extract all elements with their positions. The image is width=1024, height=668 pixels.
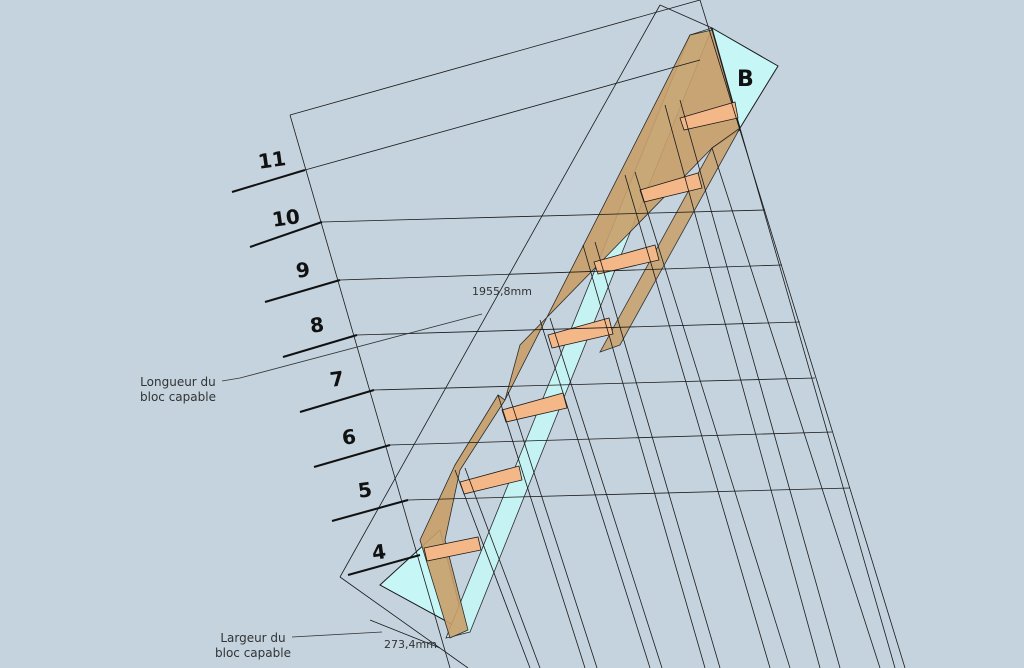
width-dimension: 273,4mm bbox=[384, 638, 437, 651]
tread-5 bbox=[501, 392, 568, 423]
stringer-upper bbox=[504, 29, 741, 401]
stringer-diagonal bbox=[599, 127, 741, 353]
length-callout-line-1: Longueur du bbox=[140, 375, 216, 389]
length-dimension: 1955,8mm bbox=[472, 285, 532, 298]
length-callout: Longueur du bloc capable bbox=[140, 375, 216, 405]
tread-7 bbox=[423, 536, 482, 562]
width-callout-line-1: Largeur du bbox=[220, 631, 286, 645]
tread-1 bbox=[679, 101, 739, 131]
width-callout-line-2: bloc capable bbox=[215, 646, 291, 660]
tread-4 bbox=[547, 317, 614, 349]
tread-3 bbox=[593, 244, 660, 275]
corner-label-b: B bbox=[737, 67, 754, 92]
top-cyan-triangle bbox=[711, 26, 779, 130]
tread-2 bbox=[639, 172, 703, 203]
step-baselines bbox=[231, 169, 421, 576]
width-callout: Largeur du bloc capable bbox=[215, 631, 291, 661]
step-treads bbox=[423, 101, 739, 562]
length-callout-line-2: bloc capable bbox=[140, 390, 216, 404]
step-number-10: 10 bbox=[270, 204, 302, 232]
step-number-11: 11 bbox=[256, 146, 288, 174]
callout-leaders bbox=[221, 313, 483, 638]
stringer-lower bbox=[419, 394, 506, 639]
